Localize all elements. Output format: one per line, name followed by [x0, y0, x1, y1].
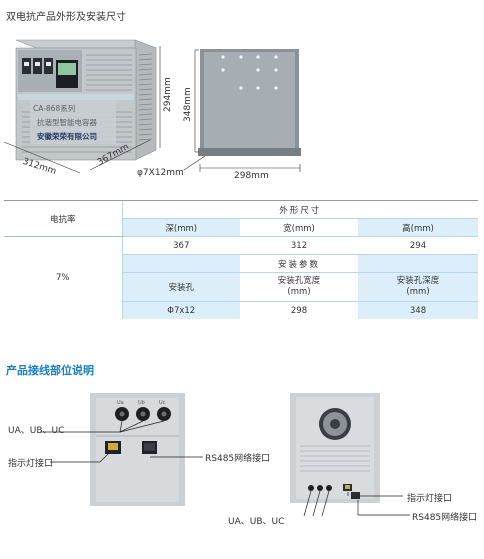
device-subtitle-label: 抗谐型智能电容器: [37, 118, 97, 127]
plate-height-label: 348mm: [183, 87, 193, 122]
device-company-label: 安徽荣荣有限公司: [37, 132, 97, 141]
section-title-wiring: 产品接线部位说明: [6, 364, 94, 377]
col-height-header: 高(mm): [358, 218, 478, 237]
uabc-label-left: UA、UB、UC: [8, 426, 65, 436]
terminal-label-ub: Ub: [138, 400, 145, 406]
height-dimension-label: 294mm: [163, 77, 173, 112]
device-model-label: CA-868系列: [33, 104, 76, 113]
plate-width-label: 298mm: [234, 171, 269, 181]
ratio-value: 7%: [4, 236, 123, 319]
rs485-port-label-left: RS485网络接口: [205, 454, 271, 464]
col-depth-header: 深(mm): [122, 218, 240, 237]
val-hole: Φ7x12: [122, 301, 240, 319]
col-hole-width-header: 安装孔宽度 (mm): [240, 272, 358, 302]
col-width-header: 宽(mm): [240, 218, 358, 237]
col-hole-header: 安装孔: [122, 272, 240, 302]
hole-size-label: φ7X12mm: [137, 168, 184, 178]
col-hole-depth-header: 安装孔深度 (mm): [358, 272, 478, 302]
val-width: 312: [240, 236, 358, 255]
val-depth: 367: [122, 236, 240, 255]
rs485-port-label-right: RS485网络接口: [412, 513, 478, 523]
wiring-photo-right: [290, 393, 410, 517]
shape-size-header: 外形尺寸: [122, 201, 478, 219]
section-title-dimensions: 双电抗产品外形及安装尺寸: [6, 12, 126, 23]
install-params-header: 安装参数: [240, 254, 358, 273]
mounting-plate-drawing: [183, 49, 301, 172]
indicator-port-label-right: 指示灯接口: [407, 494, 453, 504]
terminal-label-ua: Ua: [117, 400, 124, 406]
terminal-label-uc: Uc: [159, 400, 166, 406]
val-hole-depth: 348: [358, 301, 478, 319]
ratio-header: 电抗率: [4, 201, 123, 237]
indicator-port-label-left: 指示灯接口: [8, 459, 54, 469]
device-3d-image: [3, 39, 161, 174]
spec-table: 电抗率 外形尺寸 深(mm) 宽(mm) 高(mm) 7% 367 312 29…: [4, 201, 478, 319]
val-height: 294: [358, 236, 478, 255]
wiring-photo-left: [40, 393, 203, 506]
val-hole-width: 298: [240, 301, 358, 319]
uabc-label-right: UA、UB、UC: [228, 517, 285, 527]
